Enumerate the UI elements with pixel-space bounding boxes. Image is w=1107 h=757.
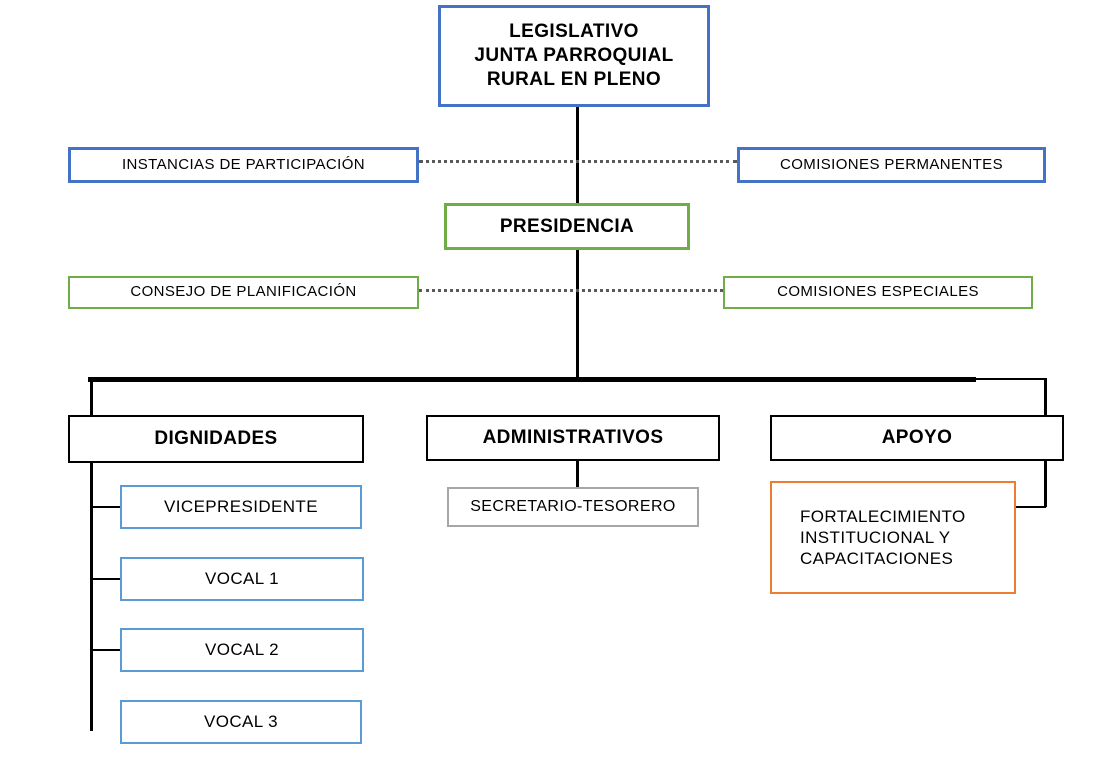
connector-rail-to-vocal-2 [90,649,121,651]
node-vocal-2-label: VOCAL 2 [205,640,279,660]
node-vocal-2[interactable]: VOCAL 2 [120,628,364,672]
connector-distribution-bar [88,377,976,382]
node-vocal-3-label: VOCAL 3 [204,712,278,732]
node-administrativos[interactable]: ADMINISTRATIVOS [426,415,720,461]
connector-apoyo-to-fortalecimiento [1016,506,1046,508]
connector-distribution-bar-extension [974,378,1047,380]
node-fortalecimiento-line-2: INSTITUCIONAL Y [800,527,951,547]
node-fortalecimiento-text: FORTALECIMIENTO INSTITUCIONAL Y CAPACITA… [772,506,1014,570]
node-vocal-1[interactable]: VOCAL 1 [120,557,364,601]
node-instancias-de-participacion-label: INSTANCIAS DE PARTICIPACIÓN [121,155,366,173]
node-vocal-1-label: VOCAL 1 [205,569,279,589]
connector-dignidades-rail [90,463,93,731]
connector-presidencia-to-bar [576,250,579,380]
connector-dotted-row-1 [419,160,737,163]
node-administrativos-label: ADMINISTRATIVOS [482,427,664,449]
node-secretario-tesorero[interactable]: SECRETARIO-TESORERO [447,487,699,527]
node-comisiones-especiales-label: COMISIONES ESPECIALES [777,283,979,301]
node-consejo-de-planificacion-label: CONSEJO DE PLANIFICACIÓN [130,283,357,301]
node-consejo-de-planificacion[interactable]: CONSEJO DE PLANIFICACIÓN [68,276,419,309]
node-apoyo-label: APOYO [881,427,953,449]
node-comisiones-especiales[interactable]: COMISIONES ESPECIALES [723,276,1033,309]
node-instancias-de-participacion[interactable]: INSTANCIAS DE PARTICIPACIÓN [68,147,419,183]
node-legislativo[interactable]: LEGISLATIVO JUNTA PARROQUIAL RURAL EN PL… [438,5,710,107]
connector-administrativos-to-secretario [576,461,579,487]
node-vicepresidente[interactable]: VICEPRESIDENTE [120,485,362,529]
connector-bar-to-apoyo [1044,378,1047,415]
node-legislativo-line-1: LEGISLATIVO [509,21,639,43]
connector-rail-to-vicepresidente [90,506,121,508]
node-presidencia-label: PRESIDENCIA [499,215,635,237]
connector-apoyo-rail [1044,461,1047,507]
node-presidencia[interactable]: PRESIDENCIA [444,203,690,250]
node-legislativo-line-2: JUNTA PARROQUIAL [474,45,674,67]
node-legislativo-line-3: RURAL EN PLENO [486,68,662,90]
connector-rail-to-vocal-1 [90,578,121,580]
node-vicepresidente-label: VICEPRESIDENTE [164,497,318,517]
node-apoyo[interactable]: APOYO [770,415,1064,461]
node-comisiones-permanentes[interactable]: COMISIONES PERMANENTES [737,147,1046,183]
node-dignidades-label: DIGNIDADES [154,428,278,450]
connector-legislativo-to-presidencia [576,107,579,203]
node-fortalecimiento-line-1: FORTALECIMIENTO [800,506,966,526]
node-fortalecimiento-institucional-y-capacitaciones[interactable]: FORTALECIMIENTO INSTITUCIONAL Y CAPACITA… [770,481,1016,594]
node-comisiones-permanentes-label: COMISIONES PERMANENTES [780,155,1003,173]
connector-bar-to-dignidades [90,377,93,415]
node-vocal-3[interactable]: VOCAL 3 [120,700,362,744]
connector-dotted-row-2 [419,289,723,292]
node-dignidades[interactable]: DIGNIDADES [68,415,364,463]
node-legislativo-text: LEGISLATIVO JUNTA PARROQUIAL RURAL EN PL… [441,20,707,91]
node-fortalecimiento-line-3: CAPACITACIONES [800,549,954,569]
node-secretario-tesorero-label: SECRETARIO-TESORERO [470,498,676,515]
